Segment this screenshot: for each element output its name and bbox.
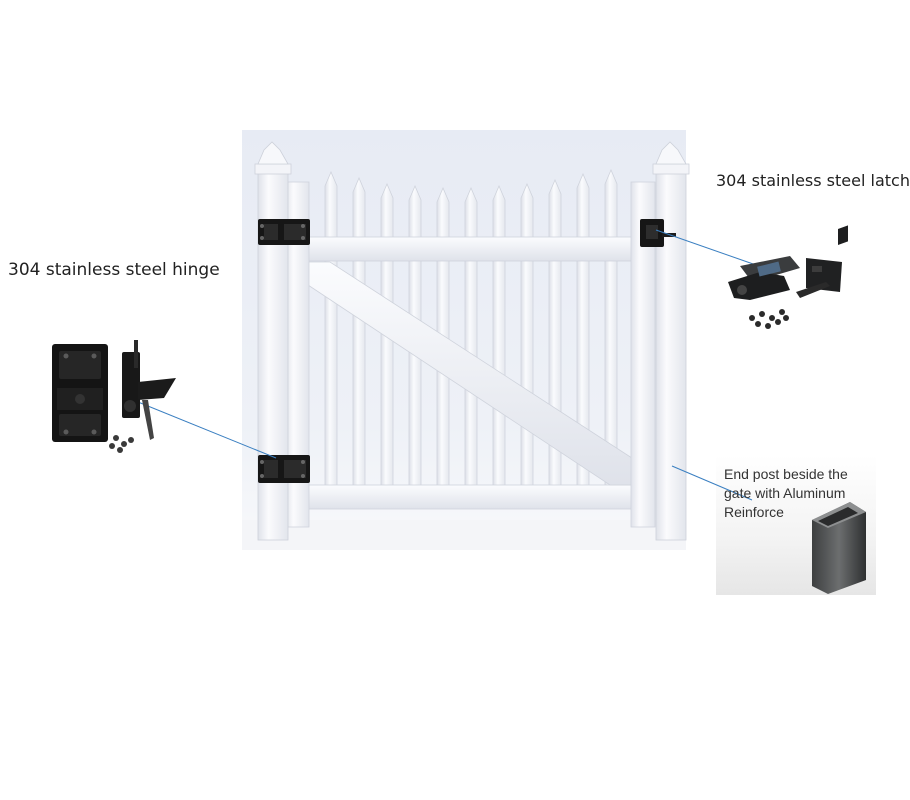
hinge-icon xyxy=(52,340,176,453)
picket xyxy=(324,170,338,501)
picket xyxy=(464,186,478,501)
aluminum-post-icon xyxy=(812,225,866,594)
mounted-latch-icon xyxy=(640,219,676,247)
upper-hinge-icon xyxy=(258,219,310,245)
picket xyxy=(352,176,366,501)
post-cap-icon xyxy=(257,141,289,165)
lower-hinge-icon xyxy=(258,455,310,483)
picket xyxy=(380,182,394,501)
endpost-callout-label: End post beside the gate with Aluminum R… xyxy=(724,466,848,520)
post-cap-icon xyxy=(655,141,687,165)
top-rail xyxy=(304,236,636,262)
endpost-leader-line xyxy=(671,465,753,501)
right-post xyxy=(652,141,690,541)
picket xyxy=(492,184,506,501)
bottom-rail xyxy=(304,484,636,510)
latch-callout-label: 304 stainless steel latch xyxy=(716,171,910,190)
picket xyxy=(520,182,534,501)
latch-icon xyxy=(728,256,842,329)
picket xyxy=(548,178,562,501)
hinge-leader-line xyxy=(137,401,277,459)
hinge-callout-label: 304 stainless steel hinge xyxy=(8,260,220,280)
